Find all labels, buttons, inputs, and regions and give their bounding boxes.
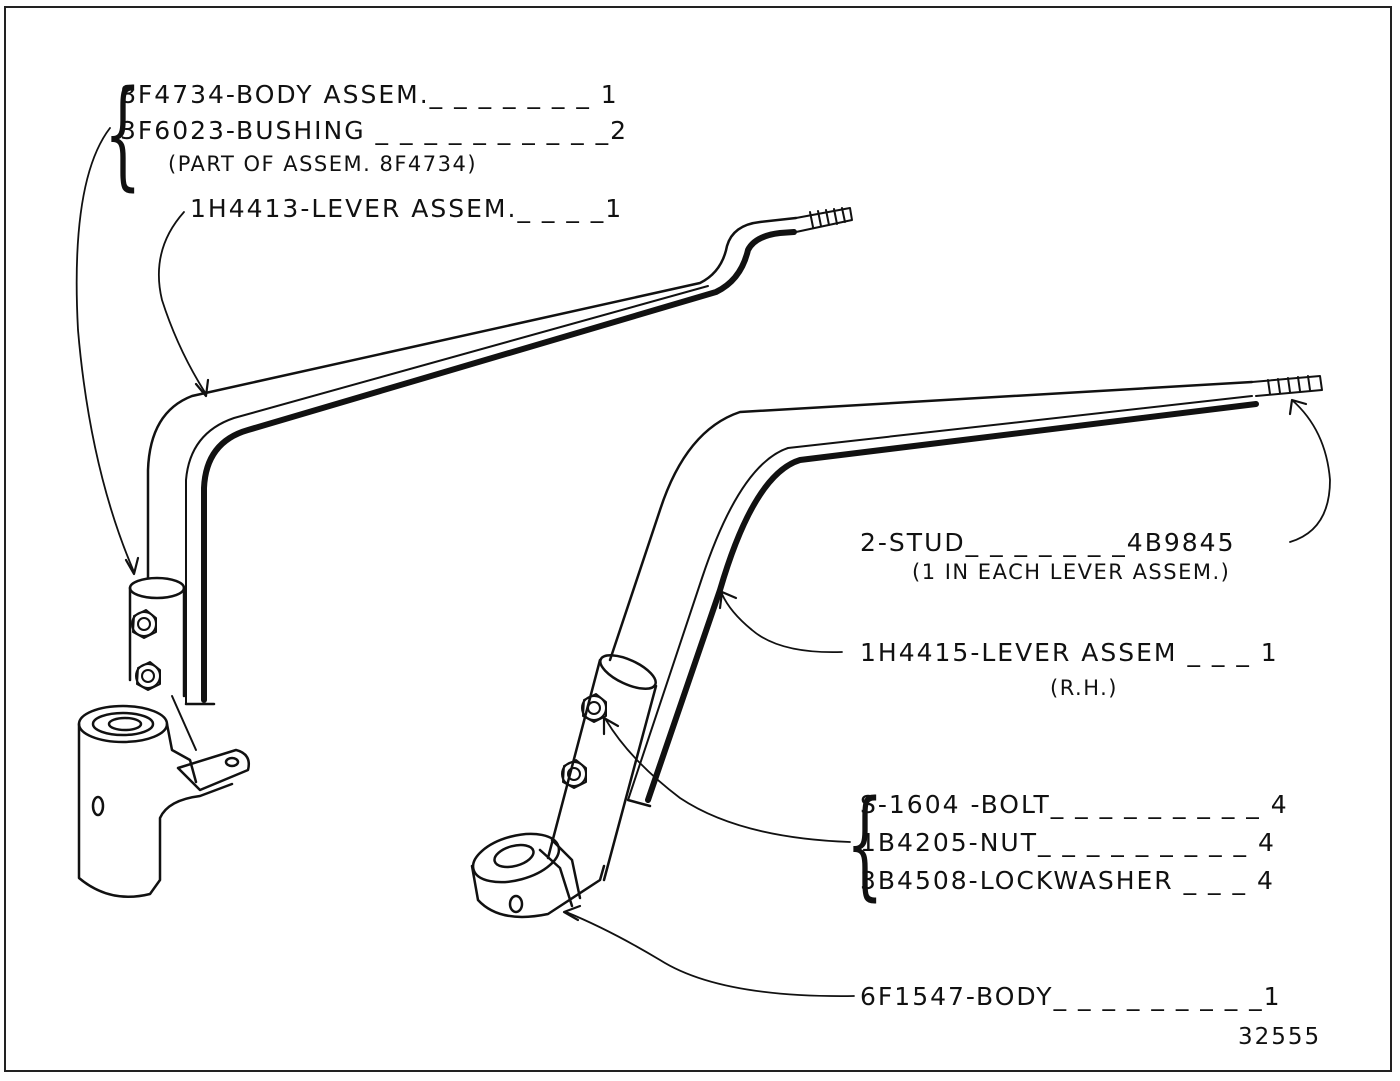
label-lockwasher-3b4508: 3B4508-LOCKWASHER _ _ _ 4 [860, 866, 1275, 895]
left-body-8f4734 [77, 576, 250, 898]
leader-bolt-nut [605, 719, 851, 843]
right-lever-stud [1251, 375, 1323, 397]
label-stud-4b9845: 2-STUD_ _ _ _ _ _ _4B9845 [860, 528, 1236, 557]
label-lever-assem-1h4413: 1H4413-LEVER ASSEM._ _ _ _1 [190, 194, 624, 223]
right-body-6f1547 [470, 832, 606, 919]
leader-lever-1h4415 [721, 593, 843, 654]
brace-bolt-nut-lockwasher: { [846, 774, 884, 912]
left-bolt-nut-upper [131, 609, 157, 639]
leader-lever-1h4413 [158, 211, 207, 395]
label-stud-note: (1 IN EACH LEVER ASSEM.) [912, 560, 1231, 584]
diagram-border [4, 6, 1392, 1072]
label-nut-1b4205: 1B4205-NUT_ _ _ _ _ _ _ _ _ 4 [860, 828, 1276, 857]
right-bolt-nut-upper [581, 693, 607, 723]
label-bolt-s1604: S-1604 -BOLT_ _ _ _ _ _ _ _ _ 4 [860, 790, 1289, 819]
label-lever-assem-1h4415: 1H4415-LEVER ASSEM _ _ _ 1 [860, 638, 1279, 667]
label-body-assem-8f4734: 8F4734-BODY ASSEM._ _ _ _ _ _ _ 1 [120, 80, 619, 109]
left-lever-assembly [77, 207, 853, 898]
label-lever-note-rh: (R.H.) [1050, 676, 1119, 700]
label-bushing-3f6023: 3F6023-BUSHING _ _ _ _ _ _ _ _ _ _2 [120, 116, 628, 145]
right-lever-hub [546, 654, 658, 882]
right-lever-assembly [470, 375, 1323, 919]
left-lever-stud [795, 207, 853, 233]
left-bolt-nut-lower [135, 661, 161, 691]
right-lever-arm [608, 380, 1254, 662]
brace-body-assem: { [104, 64, 142, 202]
leader-body-assem [75, 127, 135, 573]
left-lever-arm-shade [201, 229, 797, 703]
left-lever-arm [146, 216, 798, 580]
leader-lines [75, 127, 1331, 997]
label-bushing-note: (PART OF ASSEM. 8F4734) [168, 152, 478, 176]
label-body-6f1547: 6F1547-BODY_ _ _ _ _ _ _ _ _1 [860, 982, 1282, 1011]
leader-stud [1289, 399, 1331, 543]
leader-body-6f1547 [565, 911, 855, 997]
right-lever-arm-shade [645, 401, 1259, 803]
figure-number: 32555 [1238, 1024, 1322, 1050]
right-bolt-nut-lower [561, 759, 587, 789]
